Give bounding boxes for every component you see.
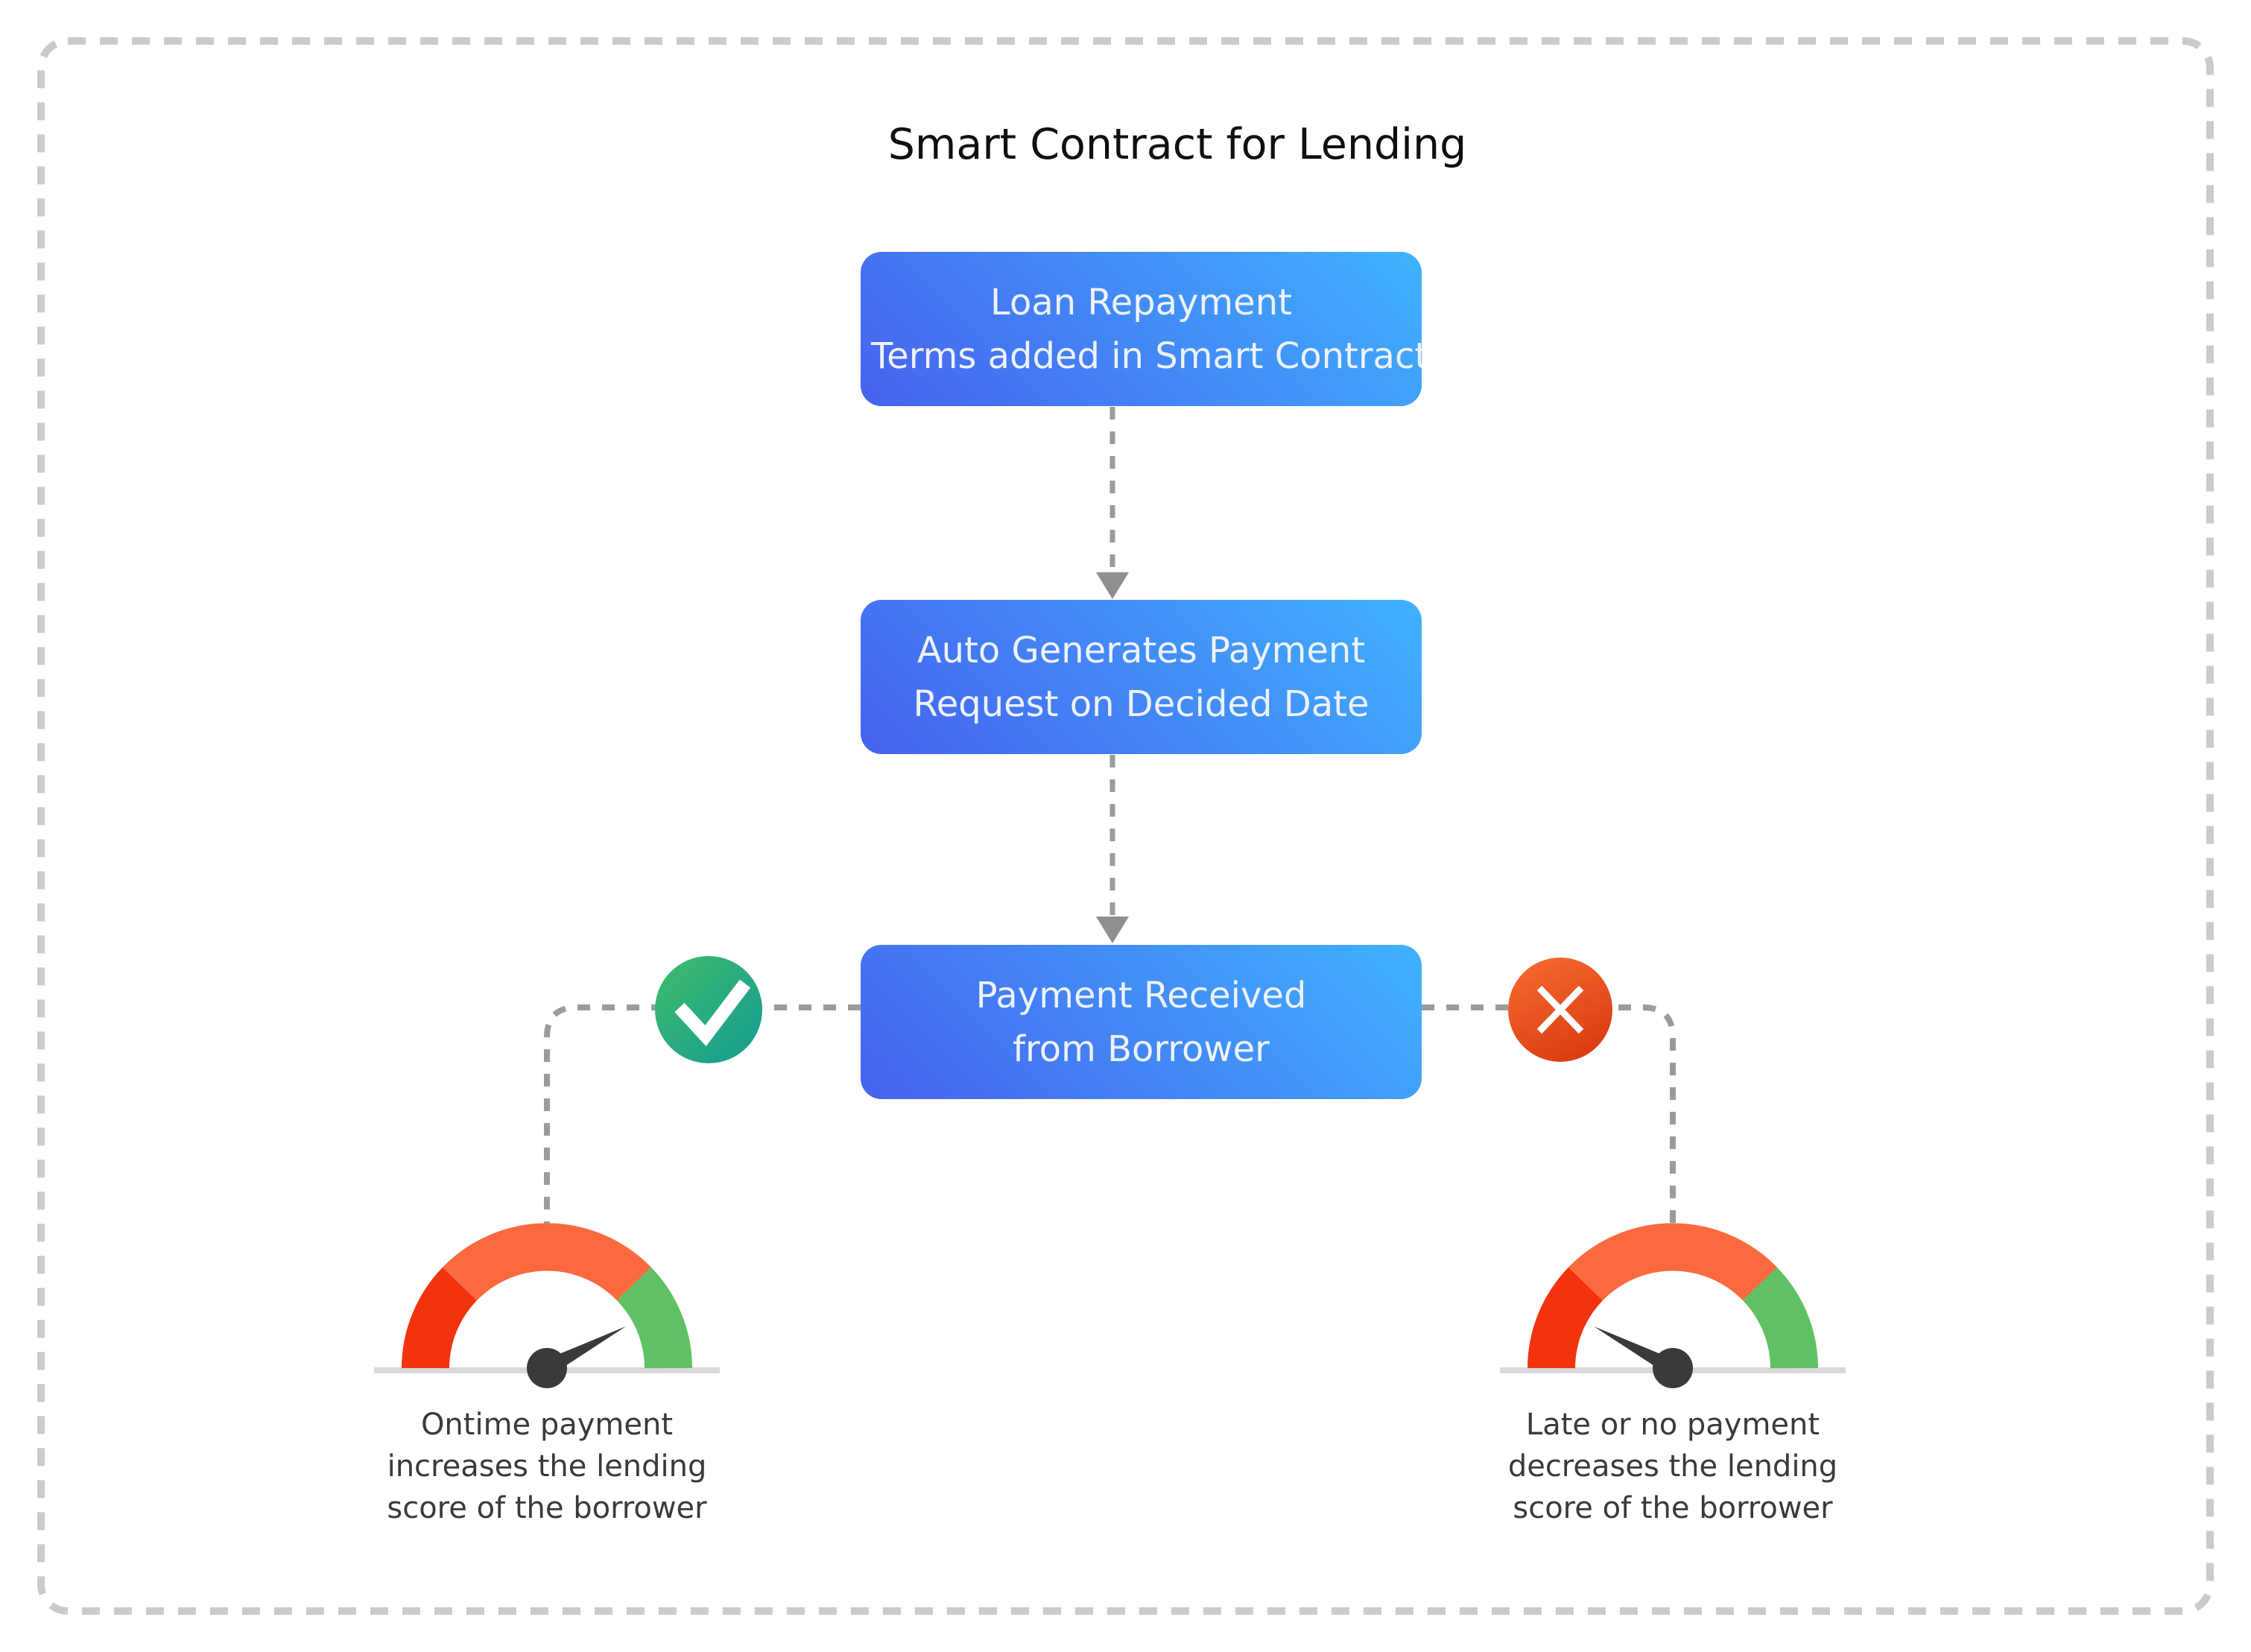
gauge-success xyxy=(374,1223,720,1388)
checkmark-circle-icon xyxy=(655,956,762,1063)
gauge-segment-orange xyxy=(443,1223,651,1301)
gauge-needle-hub xyxy=(1653,1348,1693,1388)
node-text-line: Terms added in Smart Contract xyxy=(871,335,1422,377)
caption-line: increases the lending xyxy=(387,1449,707,1484)
gauge-failure-caption: Late or no payment decreases the lending… xyxy=(1442,1404,1904,1529)
node-text-line: Loan Repayment xyxy=(990,281,1292,323)
connector-failure-branch xyxy=(1422,1004,1676,1224)
gauge-segment-green xyxy=(616,1267,692,1370)
node-text-line: from Borrower xyxy=(1013,1028,1270,1070)
caption-line: score of the borrower xyxy=(1513,1491,1833,1525)
diagram-title: Smart Contract for Lending xyxy=(887,120,1467,169)
arrowhead-node3 xyxy=(1096,917,1129,943)
node-text-line: Request on Decided Date xyxy=(913,683,1370,725)
gauge-failure xyxy=(1500,1223,1846,1388)
gauge-segment-orange xyxy=(1568,1223,1777,1301)
flow-node-loan-repayment: Loan Repayment Terms added in Smart Cont… xyxy=(861,252,1422,406)
gauge-needle-hub xyxy=(527,1348,567,1388)
cross-glyph-stroke-2 xyxy=(1536,985,1584,1034)
gauge-success-caption: Ontime payment increases the lending sco… xyxy=(316,1404,778,1529)
page-dashed-border xyxy=(37,37,2214,1615)
check-circle xyxy=(655,956,762,1063)
gauge-segment-red xyxy=(402,1267,478,1370)
node-text-line: Payment Received xyxy=(975,974,1307,1016)
flow-node-auto-payment-request: Auto Generates Payment Request on Decide… xyxy=(861,600,1422,754)
gauge-segment-green xyxy=(1742,1267,1818,1370)
cross-circle-icon xyxy=(1508,958,1612,1062)
connector-success-branch xyxy=(544,1004,861,1224)
node-text-line: Auto Generates Payment xyxy=(916,629,1366,671)
caption-line: decreases the lending xyxy=(1507,1449,1838,1484)
check-glyph xyxy=(674,979,751,1047)
caption-line: Late or no payment xyxy=(1525,1408,1820,1442)
caption-line: Ontime payment xyxy=(420,1408,674,1442)
flow-node-payment-received: Payment Received from Borrower xyxy=(861,945,1422,1099)
gauge-segment-red xyxy=(1527,1267,1603,1370)
arrowhead-node2 xyxy=(1096,572,1129,599)
caption-line: score of the borrower xyxy=(387,1491,707,1525)
